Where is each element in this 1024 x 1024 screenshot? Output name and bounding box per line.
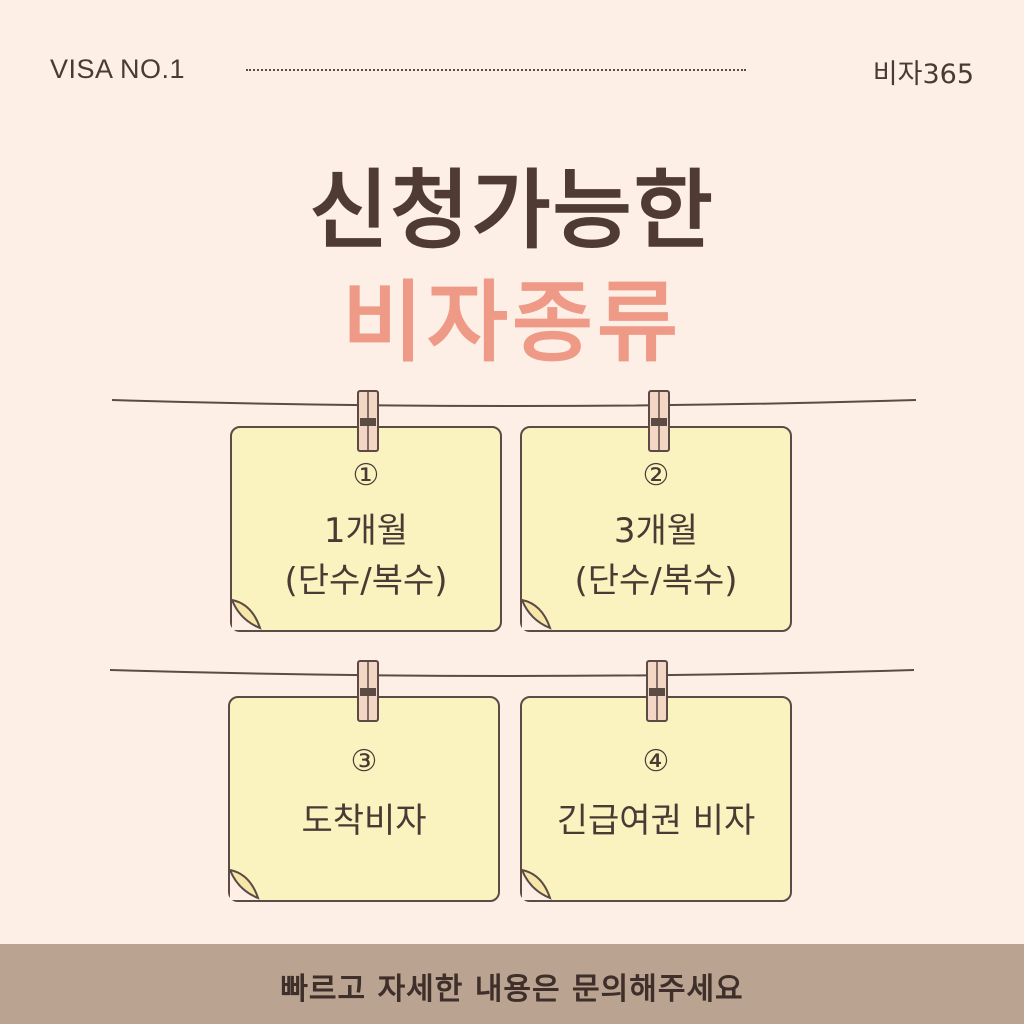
- clothesline-top: [111, 399, 917, 407]
- folded-corner-icon: [230, 598, 262, 630]
- card-number: ②: [642, 458, 670, 493]
- clothespin-icon: [648, 390, 670, 452]
- clothesline-bottom: [109, 669, 915, 677]
- brand-label: VISA NO.1: [50, 54, 186, 84]
- visa-card-2: ② 3개월 (단수/복수): [520, 426, 792, 632]
- visa-card-4: ④ 긴급여권 비자: [520, 696, 792, 902]
- card-number: ①: [352, 458, 380, 493]
- card-title: 3개월: [613, 511, 699, 551]
- card-title: 1개월: [323, 511, 409, 551]
- clothespin-icon: [357, 390, 379, 452]
- footer-text: 빠르고 자세한 내용은 문의해주세요: [280, 972, 744, 1007]
- footer-banner: 빠르고 자세한 내용은 문의해주세요: [0, 944, 1024, 1024]
- card-title: 도착비자: [301, 801, 427, 841]
- card-subtitle: (단수/복수): [284, 561, 448, 601]
- clothespin-icon: [357, 660, 379, 722]
- brand-name: 비자365: [872, 59, 974, 90]
- folded-corner-icon: [228, 868, 260, 900]
- visa-card-3: ③ 도착비자: [228, 696, 500, 902]
- page-title: 신청가능한: [309, 161, 715, 261]
- page-subtitle: 비자종류: [342, 271, 682, 374]
- card-number: ③: [350, 744, 378, 779]
- visa-card-1: ① 1개월 (단수/복수): [230, 426, 502, 632]
- card-title: 긴급여권 비자: [556, 801, 756, 841]
- folded-corner-icon: [520, 598, 552, 630]
- dotted-divider: [246, 69, 746, 71]
- card-number: ④: [642, 744, 670, 779]
- card-subtitle: (단수/복수): [574, 561, 738, 601]
- folded-corner-icon: [520, 868, 552, 900]
- clothespin-icon: [646, 660, 668, 722]
